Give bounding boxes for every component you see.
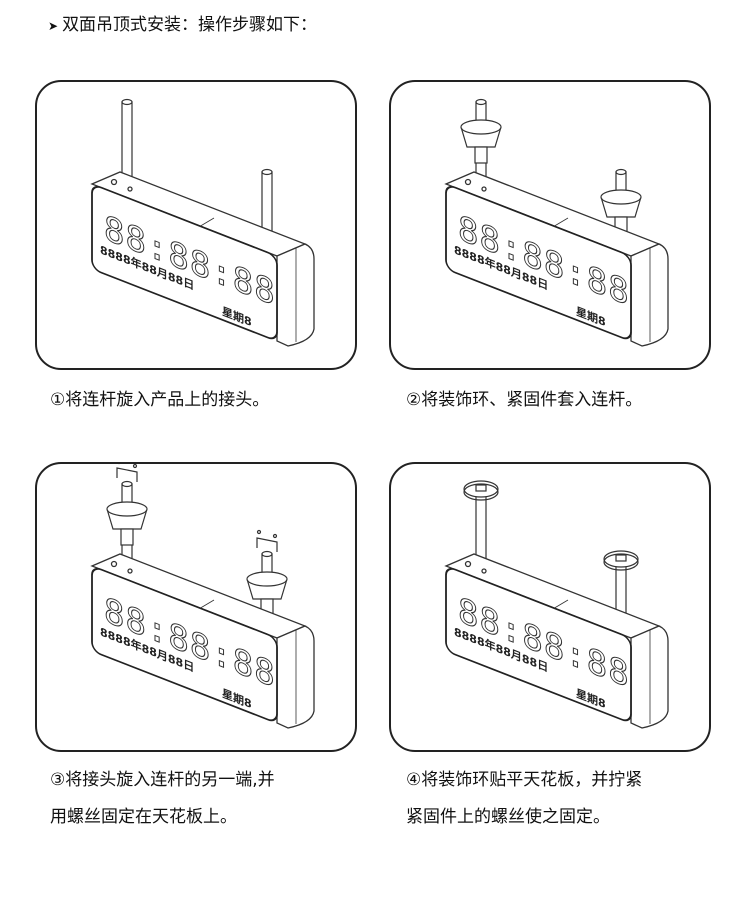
caption-line: 紧固件上的螺丝使之固定。 — [406, 807, 610, 827]
display-body — [90, 553, 315, 729]
arrow-right-icon: ➤ — [48, 19, 59, 33]
caption-line: ④将装饰环贴平天花板，并拧紧 — [406, 770, 643, 790]
step-1-caption: ①将连杆旋入产品上的接头。 — [50, 382, 269, 419]
step-3-caption: ③将接头旋入连杆的另一端,并用螺丝固定在天花板上。 — [50, 762, 275, 836]
connecting-rod — [106, 464, 148, 575]
step-4-caption: ④将装饰环贴平天花板，并拧紧紧固件上的螺丝使之固定。 — [406, 762, 642, 836]
section-title: ➤双面吊顶式安装：操作步骤如下： — [48, 10, 317, 35]
section-title-text: 双面吊顶式安装：操作步骤如下： — [62, 15, 318, 35]
connecting-rod — [246, 529, 288, 642]
caption-line: ③将接头旋入连杆的另一端,并 — [50, 770, 275, 790]
caption-line: ①将连杆旋入产品上的接头。 — [50, 390, 270, 410]
connecting-rod — [463, 480, 499, 575]
caption-line: ②将装饰环、紧固件套入连杆。 — [406, 390, 643, 410]
connecting-rod — [603, 550, 639, 642]
step-2-caption: ②将装饰环、紧固件套入连杆。 — [406, 382, 642, 419]
caption-line: 用螺丝固定在天花板上。 — [50, 807, 237, 827]
